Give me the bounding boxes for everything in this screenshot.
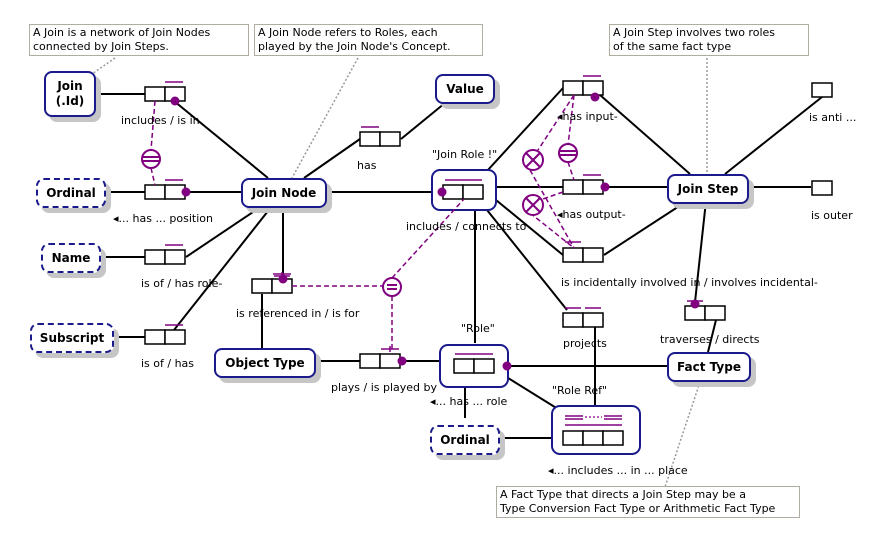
reading-is-of-has: is of / has (141, 357, 195, 370)
fact-has-output[interactable] (562, 179, 604, 195)
note-connector-join-node (291, 57, 359, 179)
equality-constraint-icon[interactable] (382, 277, 402, 297)
fact-type-shapes (144, 80, 833, 369)
reading-has-input: ◂has input- (557, 110, 618, 123)
constraint-symbols (141, 143, 578, 297)
reading-is-anti: is anti ... (809, 111, 857, 124)
entity-join[interactable]: Join (.Id) (44, 71, 96, 117)
fact-traverses-directs[interactable] (684, 305, 726, 321)
label-role-ref: "Role Ref" (552, 384, 608, 397)
exclusion-constraint-icon[interactable] (522, 194, 544, 216)
constraint-connectors (150, 94, 575, 352)
fact-has-input[interactable] (562, 80, 604, 96)
value-type-name[interactable]: Name (41, 243, 101, 273)
reading-traverses-directs: traverses / directs (660, 333, 760, 346)
fact-is-anti[interactable] (811, 82, 833, 98)
objectified-role[interactable] (439, 344, 509, 388)
label-role: "Role" (461, 322, 495, 335)
reading-has-position: ◂... has ... position (113, 212, 214, 225)
note-connectors (91, 57, 708, 488)
reading-has-output: ◂has output- (557, 208, 626, 221)
note-join-step: A Join Step involves two roles of the sa… (609, 24, 809, 56)
objectified-role-ref[interactable] (551, 405, 641, 455)
reading-incidental: is incidentally involved in / involves i… (561, 276, 818, 289)
reading-is-referenced-in: is referenced in / is for (236, 307, 360, 320)
fact-is-outer[interactable] (811, 180, 833, 196)
reading-has: has (357, 159, 377, 172)
mandatory-dots (170, 92, 700, 371)
label-join-role: "Join Role !" (432, 148, 498, 161)
objectified-join-role[interactable] (431, 169, 497, 211)
entity-object-type[interactable]: Object Type (214, 348, 316, 378)
subset-constraint-icon[interactable] (141, 149, 161, 169)
entity-fact-type[interactable]: Fact Type (667, 352, 751, 382)
fact-incidental[interactable] (562, 247, 604, 263)
fact-has-position[interactable] (144, 184, 186, 200)
reading-includes-connects-to: includes / connects to (406, 220, 527, 233)
fact-includes-is-in[interactable] (144, 86, 186, 102)
note-join: A Join is a network of Join Nodes connec… (29, 24, 249, 56)
reading-includes-in-place: ◂... includes ... in ... place (548, 464, 688, 477)
reading-has-role: ◂... has ... role (430, 395, 508, 408)
exclusion-constraint-icon[interactable] (522, 149, 544, 171)
reading-plays: plays / is played by (331, 381, 438, 394)
fact-projects[interactable] (562, 312, 604, 328)
reading-includes-is-in: includes / is in (121, 114, 200, 127)
reading-projects: projects (563, 337, 607, 350)
value-type-ordinal[interactable]: Ordinal (36, 178, 106, 208)
note-join-node: A Join Node refers to Roles, each played… (254, 24, 483, 56)
role-connectors (95, 87, 823, 439)
fact-has-value[interactable] (359, 131, 401, 147)
fact-plays[interactable] (359, 353, 401, 369)
entity-value[interactable]: Value (435, 74, 495, 104)
value-type-subscript[interactable]: Subscript (30, 323, 114, 353)
reading-is-of-has-role: is of / has role- (141, 277, 223, 290)
value-type-ordinal-2[interactable]: Ordinal (430, 425, 500, 455)
subset-constraint-icon[interactable] (558, 143, 578, 163)
reading-is-outer: is outer (811, 209, 853, 222)
note-fact-type: A Fact Type that directs a Join Step may… (496, 486, 800, 518)
note-connector-join (91, 57, 116, 75)
note-connector-fact-type (664, 381, 701, 488)
fact-is-of-has-role[interactable] (144, 249, 186, 265)
fact-is-of-has[interactable] (144, 329, 186, 345)
entity-join-node[interactable]: Join Node (241, 178, 327, 208)
entity-join-step[interactable]: Join Step (667, 174, 749, 204)
